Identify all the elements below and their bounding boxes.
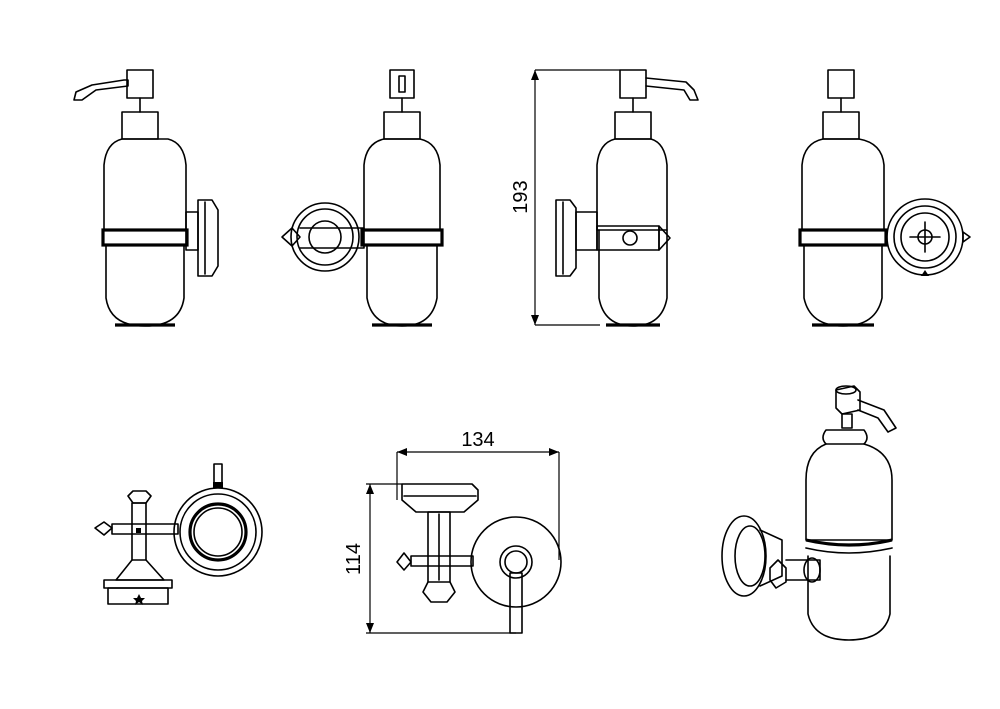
view-front-bracket [281,69,444,327]
dimension-width-label: 134 [461,429,494,451]
view-side-right [555,69,699,327]
dimension-depth: 114 [343,483,516,634]
view-isometric [721,385,897,641]
dimension-width: 134 [396,429,560,560]
dimension-height-label: 193 [510,180,532,213]
dimension-depth-label: 114 [343,543,365,575]
dimension-height: 193 [510,69,620,326]
view-top-bracket [94,463,263,605]
view-wall-bracket [396,483,562,634]
view-front-ring [798,69,971,327]
view-side-left [73,69,219,327]
